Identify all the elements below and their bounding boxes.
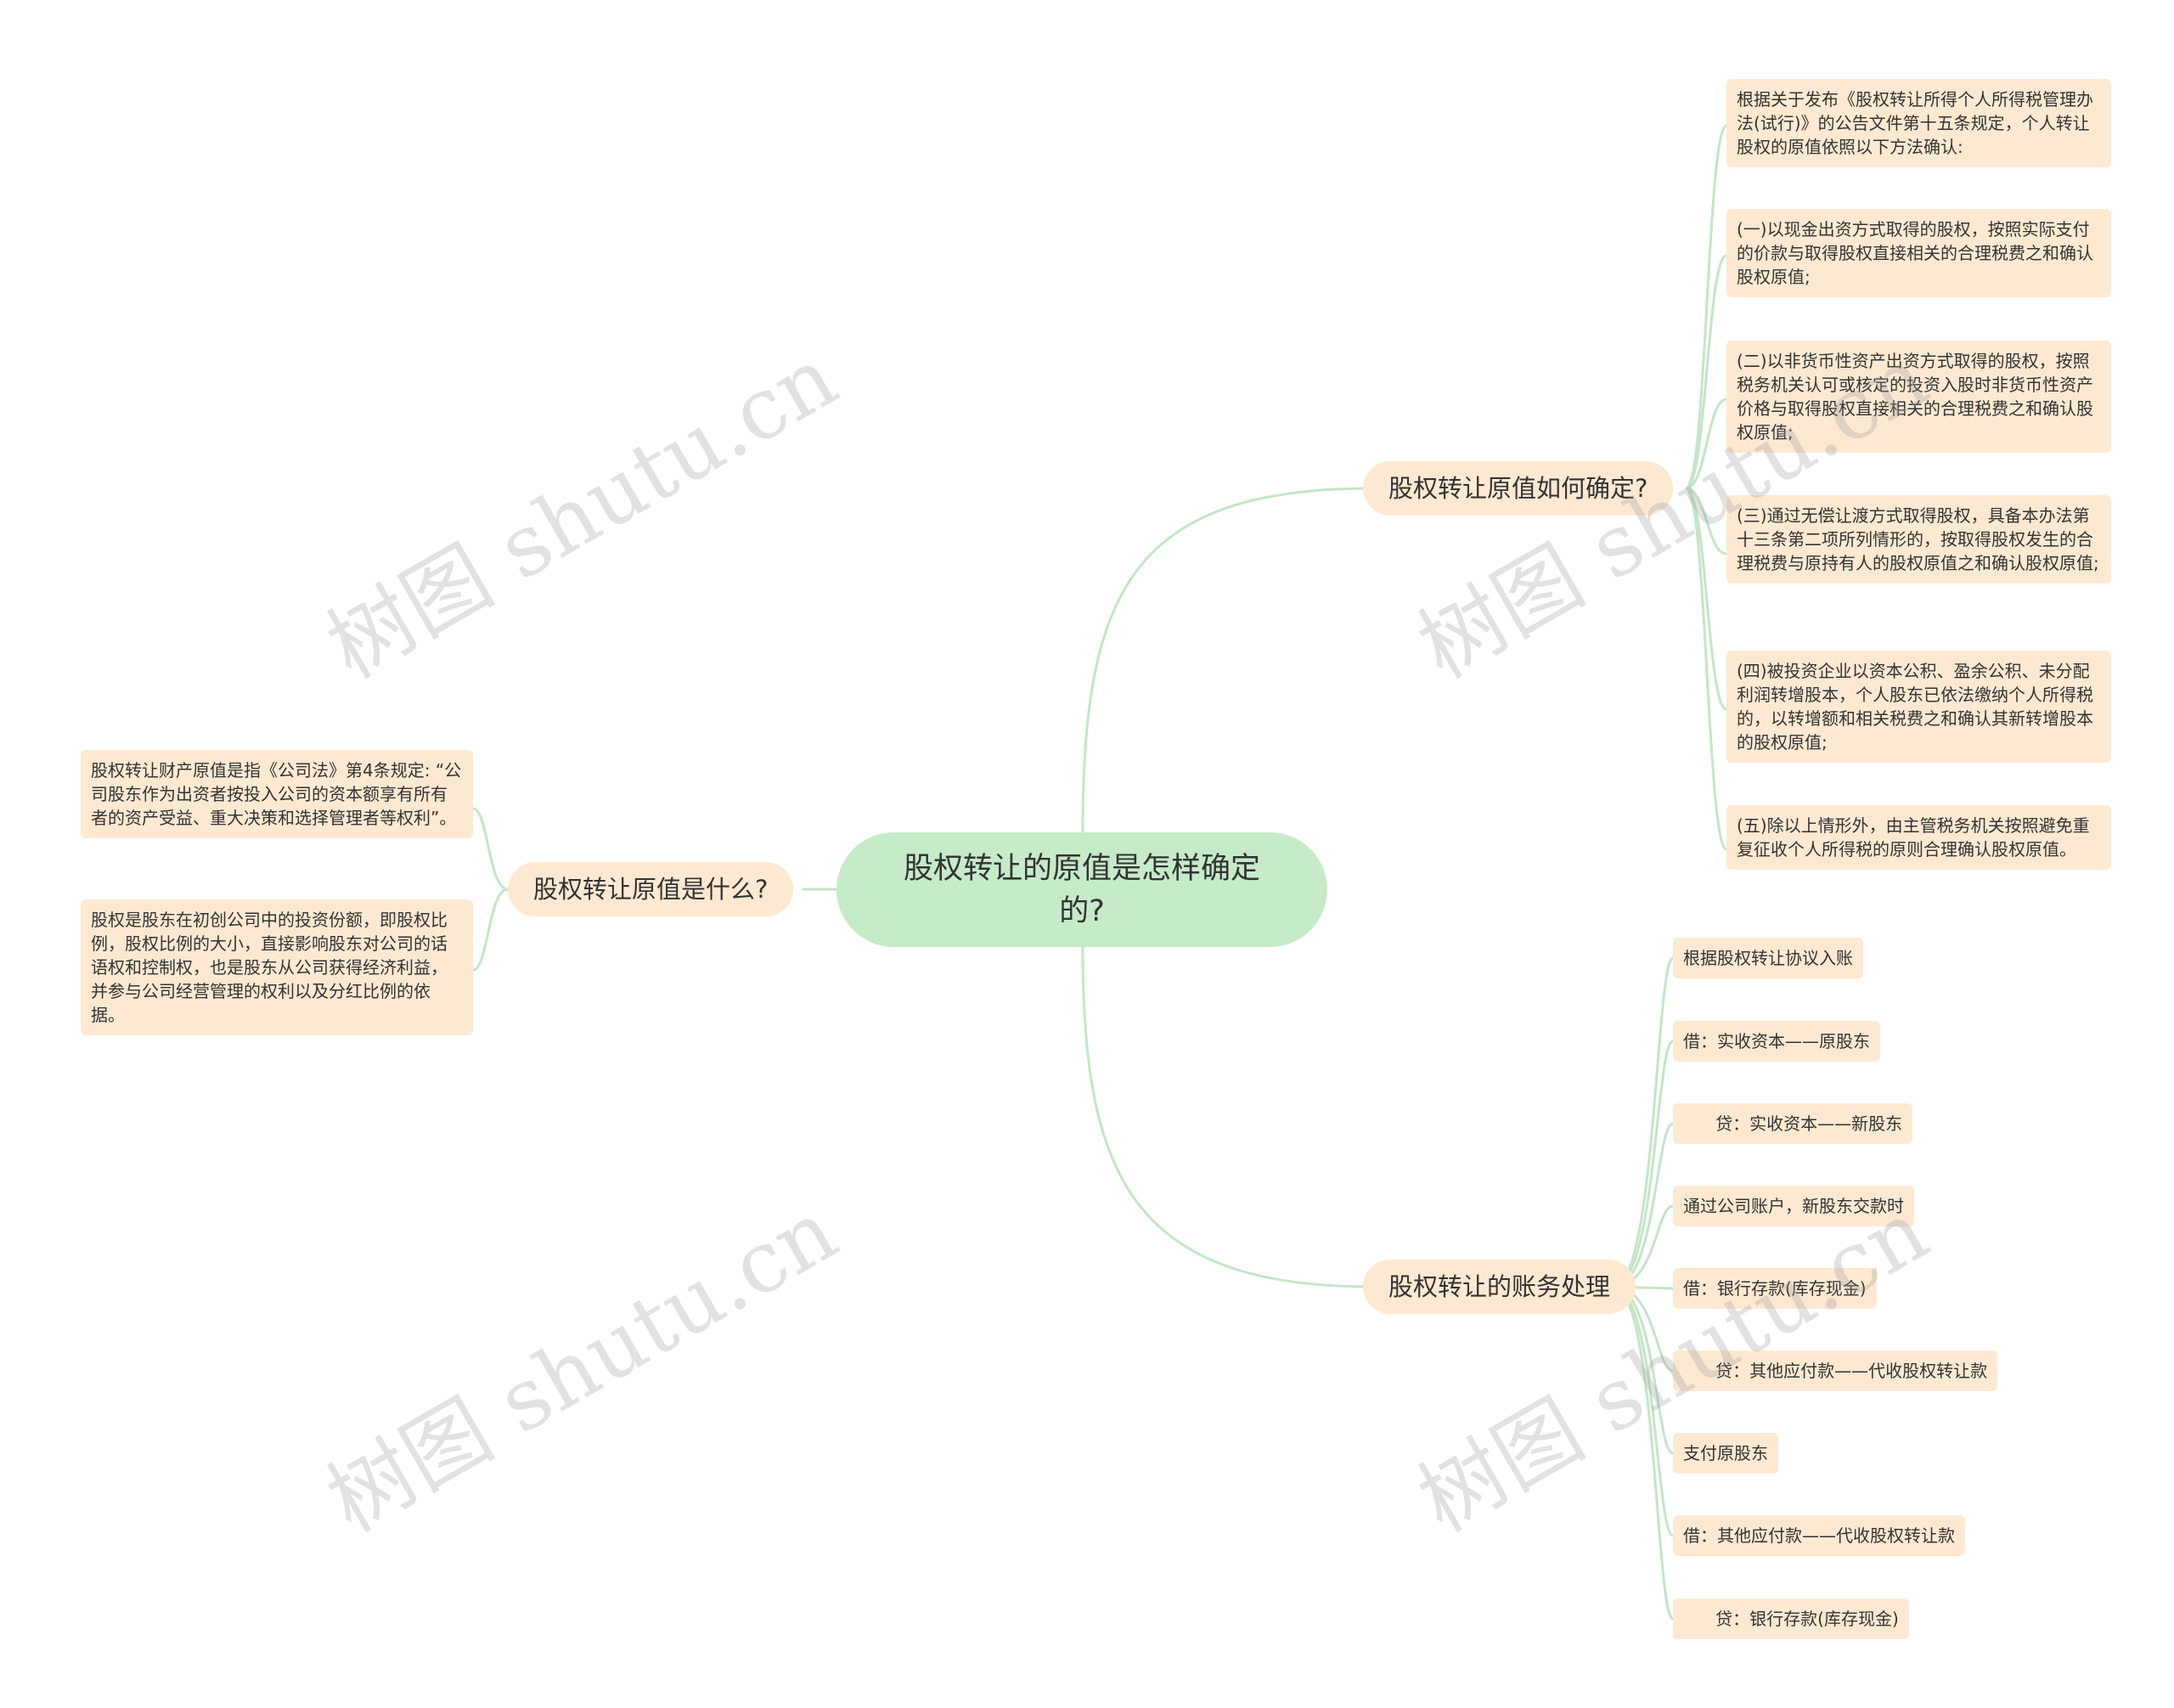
accounting-item-7[interactable]: 借：其他应付款——代收股权转让款 — [1673, 1515, 1965, 1556]
branch-determine[interactable]: 股权转让原值如何确定? — [1363, 461, 1674, 516]
what-item-1[interactable]: 股权是股东在初创公司中的投资份额，即股权比例，股权比例的大小，直接影响股东对公司… — [81, 899, 473, 1035]
accounting-item-4[interactable]: 借：银行存款(库存现金) — [1673, 1268, 1877, 1309]
accounting-item-5[interactable]: 贷：其他应付款——代收股权转让款 — [1673, 1350, 1998, 1391]
link-root-accounting — [1081, 946, 1372, 1288]
accounting-item-1[interactable]: 借：实收资本——原股东 — [1673, 1021, 1880, 1062]
branch-accounting-label: 股权转让的账务处理 — [1388, 1272, 1611, 1301]
root-topic[interactable]: 股权转让的原值是怎样确定的? — [836, 832, 1327, 947]
determine-item-0[interactable]: 根据关于发布《股权转让所得个人所得税管理办法(试行)》的公告文件第十五条规定，个… — [1726, 79, 2111, 167]
accounting-item-6[interactable]: 支付原股东 — [1673, 1433, 1778, 1474]
branch-what-label: 股权转让原值是什么? — [533, 875, 769, 904]
accounting-item-8[interactable]: 贷：银行存款(库存现金) — [1673, 1598, 1909, 1639]
root-topic-label: 股权转让的原值是怎样确定的? — [903, 851, 1260, 928]
determine-item-5[interactable]: (五)除以上情形外，由主管税务机关按照避免重复征收个人所得税的原则合理确认股权原… — [1726, 805, 2111, 870]
determine-item-4[interactable]: (四)被投资企业以资本公积、盈余公积、未分配利润转增股本，个人股东已依法缴纳个人… — [1726, 651, 2111, 763]
determine-item-2[interactable]: (二)以非货币性资产出资方式取得的股权，按照税务机关认可或核定的投资入股时非货币… — [1726, 341, 2111, 453]
link-root-determine — [1081, 487, 1372, 833]
determine-item-1[interactable]: (一)以现金出资方式取得的股权，按照实际支付的价款与取得股权直接相关的合理税费之… — [1726, 209, 2111, 297]
accounting-item-3[interactable]: 通过公司账户，新股东交款时 — [1673, 1186, 1914, 1226]
branch-determine-label: 股权转让原值如何确定? — [1388, 474, 1648, 503]
accounting-item-2[interactable]: 贷：实收资本——新股东 — [1673, 1103, 1913, 1144]
accounting-item-0[interactable]: 根据股权转让协议入账 — [1673, 938, 1863, 978]
branch-what[interactable]: 股权转让原值是什么? — [508, 862, 794, 916]
what-item-0[interactable]: 股权转让财产原值是指《公司法》第4条规定: “公司股东作为出资者按投入公司的资本… — [81, 750, 473, 838]
determine-item-3[interactable]: (三)通过无偿让渡方式取得股权，具备本办法第十三条第二项所列情形的，按取得股权发… — [1726, 495, 2111, 583]
branch-accounting[interactable]: 股权转让的账务处理 — [1363, 1260, 1636, 1314]
